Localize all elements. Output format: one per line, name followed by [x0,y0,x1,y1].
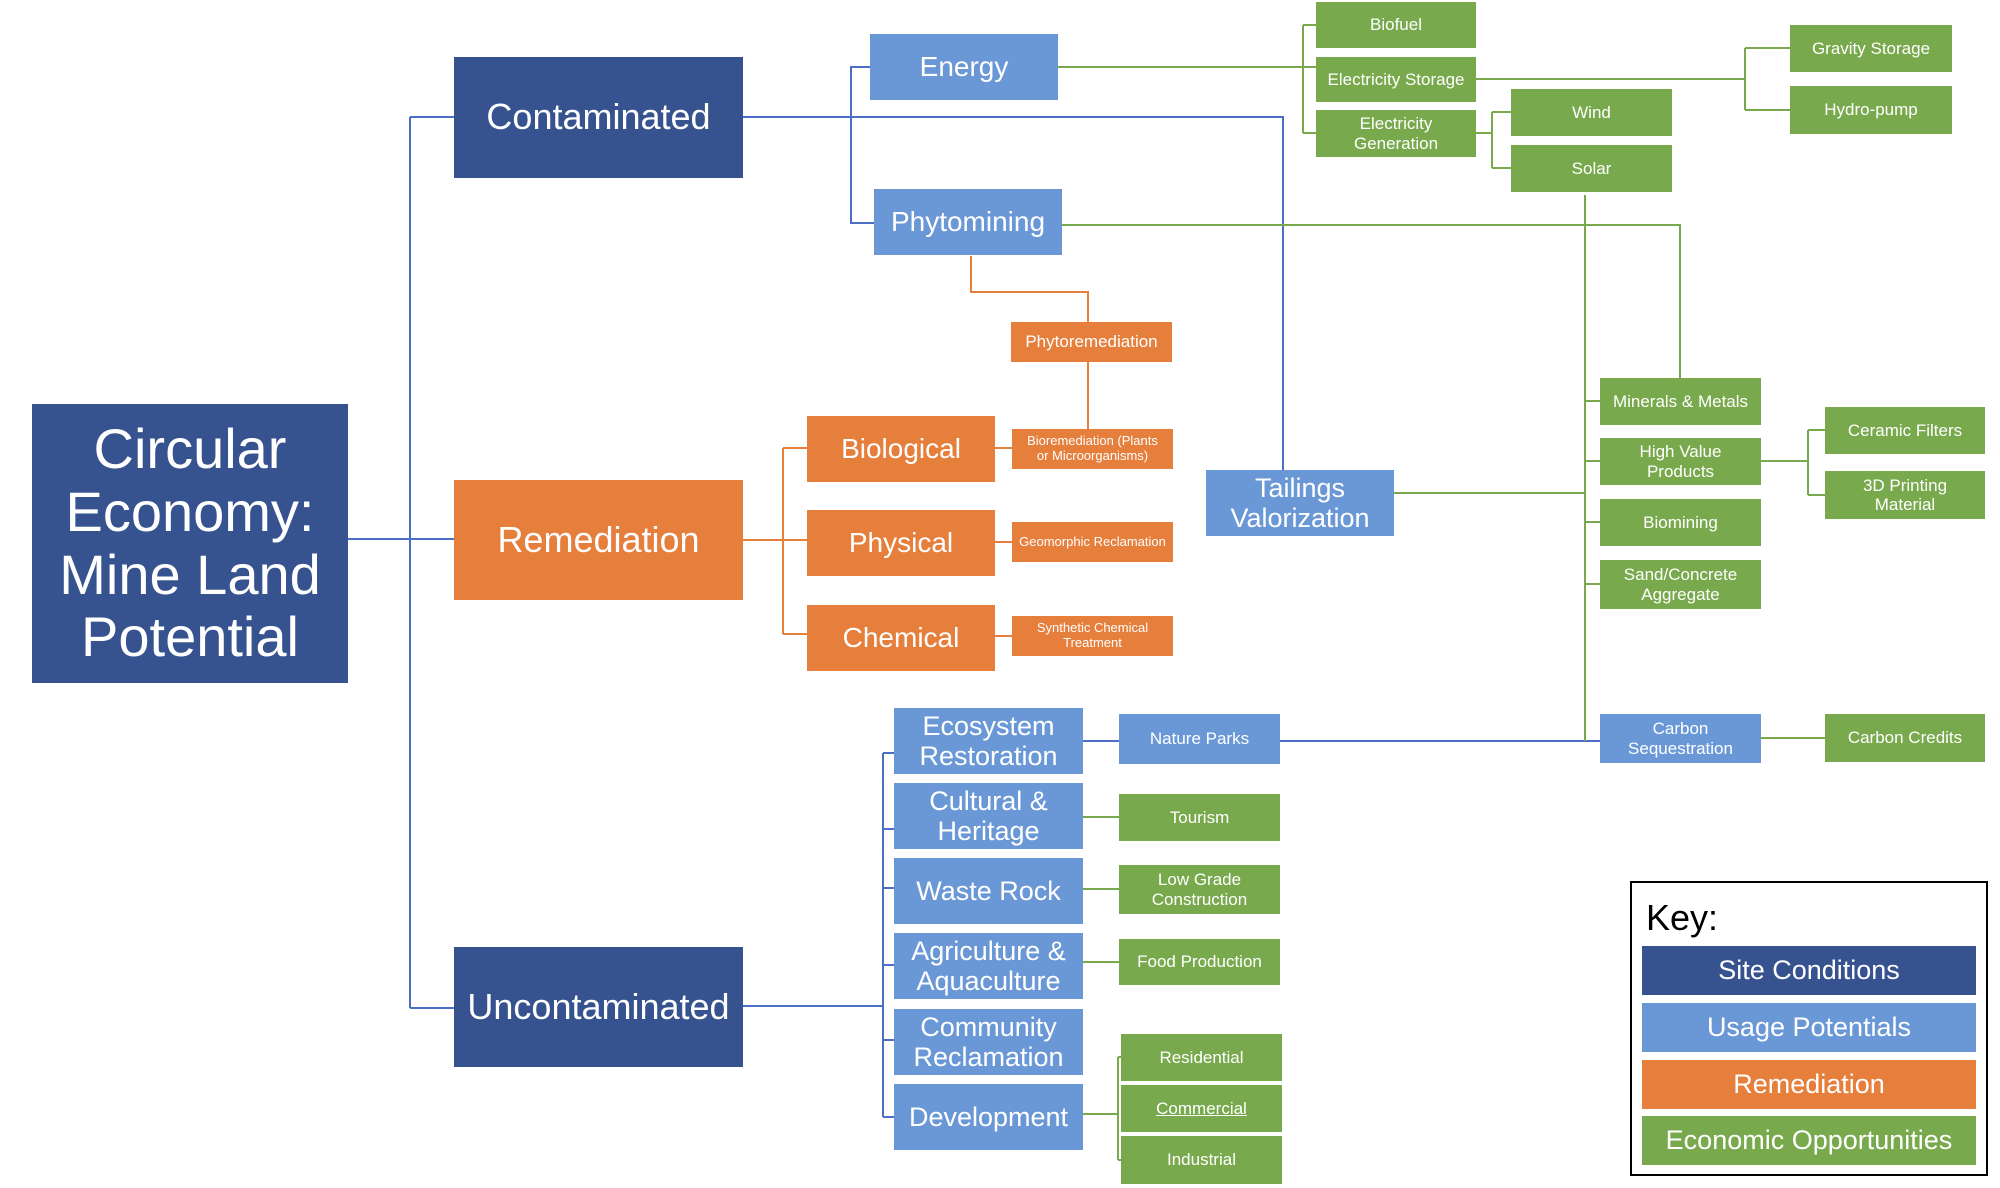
connector [850,66,870,117]
node-hydro-pump: Hydro-pump [1790,86,1952,134]
node-3d-printing-material: 3D Printing Material [1825,471,1985,519]
node-solar: Solar [1511,145,1672,192]
node-waste-rock: Waste Rock [894,858,1083,924]
node-commercial-label: Commercial [1156,1098,1247,1118]
node-geomorphic-reclamation: Geomorphic Reclamation [1012,522,1173,562]
node-phytoremediation: Phytoremediation [1011,322,1172,362]
legend-economic-opportunities: Economic Opportunities [1642,1116,1976,1165]
node-commercial: Commercial [1121,1085,1282,1132]
node-chemical: Chemical [807,605,995,671]
diagram-title: Circular Economy: Mine Land Potential [32,404,348,683]
node-remediation: Remediation [454,480,743,600]
connector [970,256,1089,322]
node-biological: Biological [807,416,995,482]
node-synthetic-chemical-treatment: Synthetic Chemical Treatment [1012,616,1173,656]
node-ecosystem-restoration: Ecosystem Restoration [894,708,1083,774]
node-ceramic-filters: Ceramic Filters [1825,407,1985,454]
legend-site-conditions: Site Conditions [1642,946,1976,995]
node-agriculture-aquaculture: Agriculture & Aquaculture [894,933,1083,999]
node-electricity-generation: Electricity Generation [1316,110,1476,157]
node-development: Development [894,1084,1083,1150]
node-sand-concrete-aggregate: Sand/Concrete Aggregate [1600,560,1761,609]
node-tourism: Tourism [1119,794,1280,841]
legend-remediation: Remediation [1642,1060,1976,1109]
node-contaminated: Contaminated [454,57,743,178]
node-minerals-metals: Minerals & Metals [1600,378,1761,425]
node-wind: Wind [1511,89,1672,136]
node-high-value-products: High Value Products [1600,438,1761,485]
node-cultural-heritage: Cultural & Heritage [894,783,1083,849]
node-nature-parks: Nature Parks [1119,714,1280,764]
node-uncontaminated: Uncontaminated [454,947,743,1067]
node-residential: Residential [1121,1034,1282,1081]
connector [1062,224,1681,378]
node-low-grade-construction: Low Grade Construction [1119,865,1280,914]
legend-usage-potentials: Usage Potentials [1642,1003,1976,1052]
connector [850,117,874,224]
legend: Key: Site Conditions Usage Potentials Re… [1630,881,1988,1176]
node-industrial: Industrial [1121,1136,1282,1184]
node-electricity-storage: Electricity Storage [1316,57,1476,102]
node-phytomining: Phytomining [874,189,1062,255]
node-community-reclamation: Community Reclamation [894,1009,1083,1075]
node-biomining: Biomining [1600,499,1761,546]
node-physical: Physical [807,510,995,576]
node-food-production: Food Production [1119,939,1280,985]
legend-title: Key: [1646,897,1719,938]
node-carbon-sequestration: Carbon Sequestration [1600,714,1761,763]
node-gravity-storage: Gravity Storage [1790,25,1952,72]
node-carbon-credits: Carbon Credits [1825,714,1985,762]
node-energy: Energy [870,34,1058,100]
node-bioremediation: Bioremediation (Plants or Microorganisms… [1012,429,1173,469]
connector [743,116,1284,470]
node-tailings-valorization: Tailings Valorization [1206,470,1394,536]
node-biofuel: Biofuel [1316,2,1476,48]
